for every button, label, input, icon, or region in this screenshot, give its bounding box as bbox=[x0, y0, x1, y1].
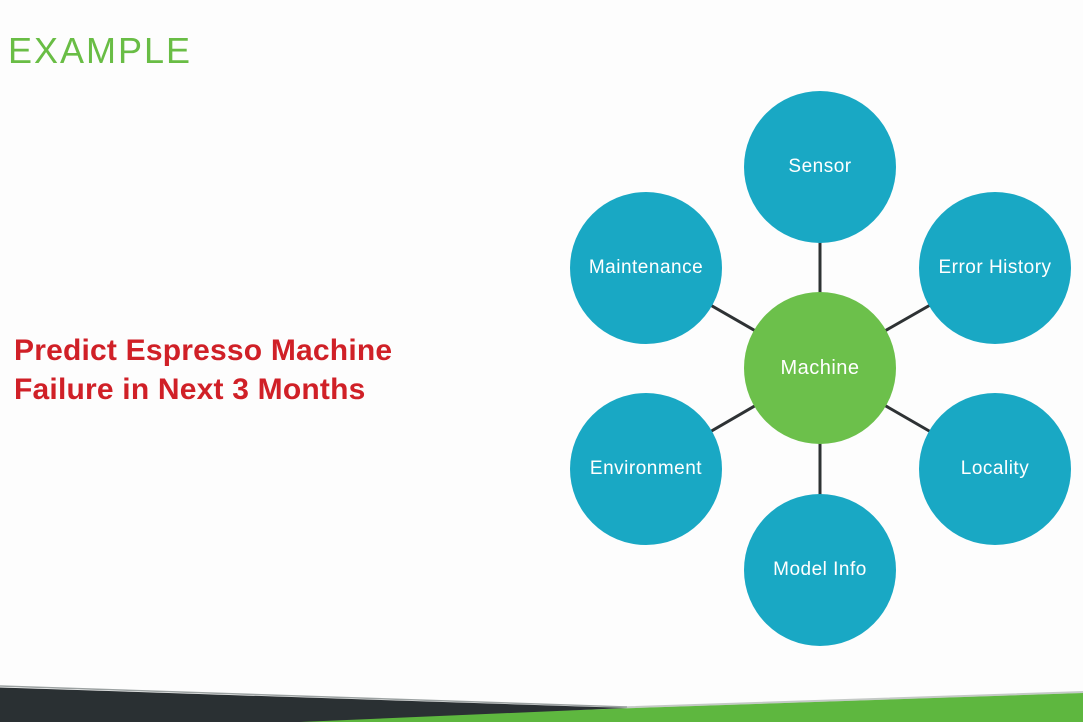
node-model-info-label: Model Info bbox=[773, 559, 867, 580]
node-machine-center: Machine bbox=[744, 292, 896, 444]
node-locality: Locality bbox=[919, 393, 1071, 545]
node-machine-label: Machine bbox=[780, 356, 860, 379]
slide-title: EXAMPLE bbox=[8, 30, 193, 71]
node-sensor: Sensor bbox=[744, 91, 896, 243]
node-maintenance-label: Maintenance bbox=[588, 257, 704, 278]
node-environment: Environment bbox=[570, 393, 722, 545]
slide-heading-line-1: Predict Espresso Machine bbox=[14, 334, 393, 367]
slide-heading-line-2: Failure in Next 3 Months bbox=[14, 373, 366, 406]
node-error-history: Error History bbox=[919, 192, 1071, 344]
node-model-info: Model Info bbox=[744, 494, 896, 646]
dark-band-highlight bbox=[0, 685, 628, 708]
node-environment-label: Environment bbox=[589, 458, 703, 479]
node-sensor-label: Sensor bbox=[788, 156, 852, 177]
node-maintenance: Maintenance bbox=[570, 192, 722, 344]
node-locality-label: Locality bbox=[960, 458, 1030, 479]
slide-heading: Predict Espresso Machine Failure in Next… bbox=[14, 331, 392, 409]
node-error-history-label: Error History bbox=[938, 257, 1052, 278]
green-band bbox=[196, 693, 1083, 722]
dark-band bbox=[0, 687, 627, 722]
bottom-decoration bbox=[0, 685, 1083, 722]
